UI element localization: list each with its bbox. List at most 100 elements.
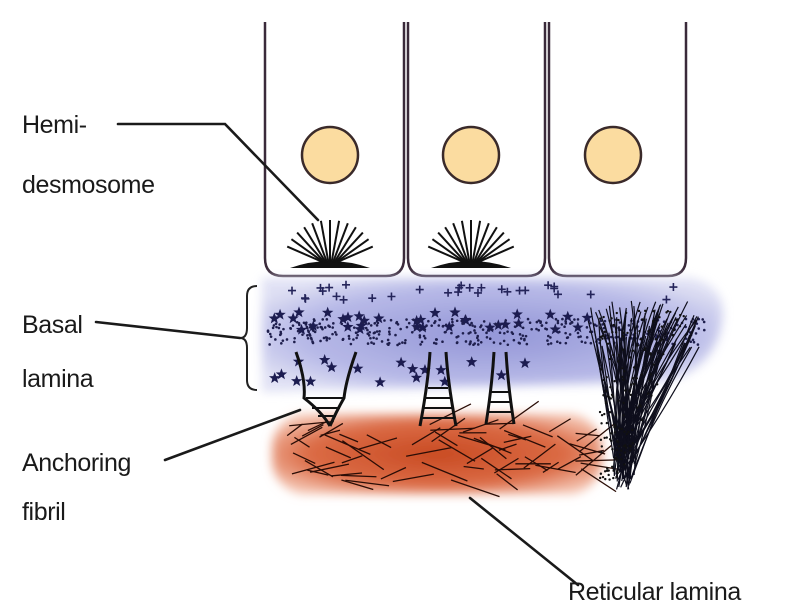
dot-mark [550, 342, 553, 345]
cascade-dot [652, 310, 654, 312]
cascade-dot [662, 353, 664, 355]
dot-mark [579, 335, 582, 338]
dot-mark [318, 322, 321, 325]
dot-mark [483, 320, 486, 323]
basal-lamina-bracket [240, 286, 257, 390]
dot-mark [479, 326, 482, 329]
dot-mark [313, 319, 316, 322]
dot-mark [327, 324, 330, 327]
dot-mark [441, 340, 444, 343]
leader-basal-lamina [96, 322, 240, 338]
dot-mark [306, 334, 309, 337]
dot-mark [282, 339, 285, 342]
cascade-dot [617, 360, 619, 362]
dot-mark [316, 326, 319, 329]
dot-mark [494, 323, 497, 326]
dot-mark [545, 322, 548, 325]
dot-mark [274, 338, 277, 341]
dot-mark [610, 336, 613, 339]
dot-mark [584, 341, 587, 344]
dot-mark [450, 332, 453, 335]
dot-mark [376, 324, 379, 327]
cascade-dot [629, 356, 631, 358]
cascade-dot [623, 370, 625, 372]
cascade-dot [636, 406, 638, 408]
cascade-dot [620, 458, 622, 460]
dot-mark [377, 322, 380, 325]
cascade-dot [636, 377, 638, 379]
cascade-dot [638, 310, 640, 312]
dot-mark [312, 329, 315, 332]
dot-mark [331, 333, 334, 336]
cascade-dot [604, 478, 606, 480]
dot-mark [477, 343, 480, 346]
dot-mark [292, 324, 295, 327]
cascade-dot [599, 339, 601, 341]
dot-mark [537, 329, 540, 332]
dot-mark [356, 334, 359, 337]
dot-mark [471, 324, 474, 327]
dot-mark [485, 332, 488, 335]
dot-mark [522, 327, 525, 330]
dot-mark [273, 324, 276, 327]
cascade-dot [630, 394, 632, 396]
dot-mark [523, 339, 526, 342]
dot-mark [340, 318, 343, 321]
dot-mark [560, 323, 563, 326]
dot-mark [451, 324, 454, 327]
cascade-dot [601, 414, 603, 416]
cascade-dot [616, 312, 618, 314]
dot-mark [303, 321, 306, 324]
dot-mark [564, 320, 567, 323]
dot-mark [286, 338, 289, 341]
dot-mark [456, 319, 459, 322]
dot-mark [469, 331, 472, 334]
cascade-dot [610, 317, 612, 319]
dot-mark [267, 329, 270, 332]
dot-mark [554, 328, 557, 331]
dot-mark [312, 342, 315, 345]
dot-mark [326, 318, 329, 321]
dot-mark [419, 343, 422, 346]
cascade-dot [641, 419, 643, 421]
cascade-dot [604, 470, 606, 472]
dot-mark [519, 333, 522, 336]
dot-mark [273, 318, 276, 321]
cascade-dot [655, 338, 657, 340]
dot-mark [334, 331, 337, 334]
cascade-dot [617, 400, 619, 402]
dot-mark [556, 340, 559, 343]
cascade-dot [621, 367, 623, 369]
cascade-dot [599, 477, 601, 479]
dot-mark [348, 337, 351, 340]
cascade-dot [627, 431, 629, 433]
dot-mark [367, 322, 370, 325]
cascade-dot [615, 331, 617, 333]
dot-mark [451, 321, 454, 324]
dot-mark [387, 343, 390, 346]
cascade-dot [647, 330, 649, 332]
dot-mark [420, 318, 423, 321]
dot-mark [586, 336, 589, 339]
dot-mark [390, 319, 393, 322]
cascade-dot [643, 349, 645, 351]
cascade-dot [613, 469, 615, 471]
dot-mark [368, 331, 371, 334]
cascade-dot [625, 446, 627, 448]
cascade-dot [603, 413, 605, 415]
dot-mark [477, 339, 480, 342]
dot-mark [272, 327, 275, 330]
cascade-dot [620, 449, 622, 451]
cascade-dot [632, 377, 634, 379]
dot-mark [362, 321, 365, 324]
cascade-dot [622, 402, 624, 404]
cascade-dot [618, 445, 620, 447]
dot-mark [488, 329, 491, 332]
dot-mark [456, 342, 459, 345]
dot-mark [394, 334, 397, 337]
cascade-dot [609, 358, 611, 360]
cascade-dot [626, 433, 628, 435]
dot-mark [348, 335, 351, 338]
dot-mark [516, 322, 519, 325]
